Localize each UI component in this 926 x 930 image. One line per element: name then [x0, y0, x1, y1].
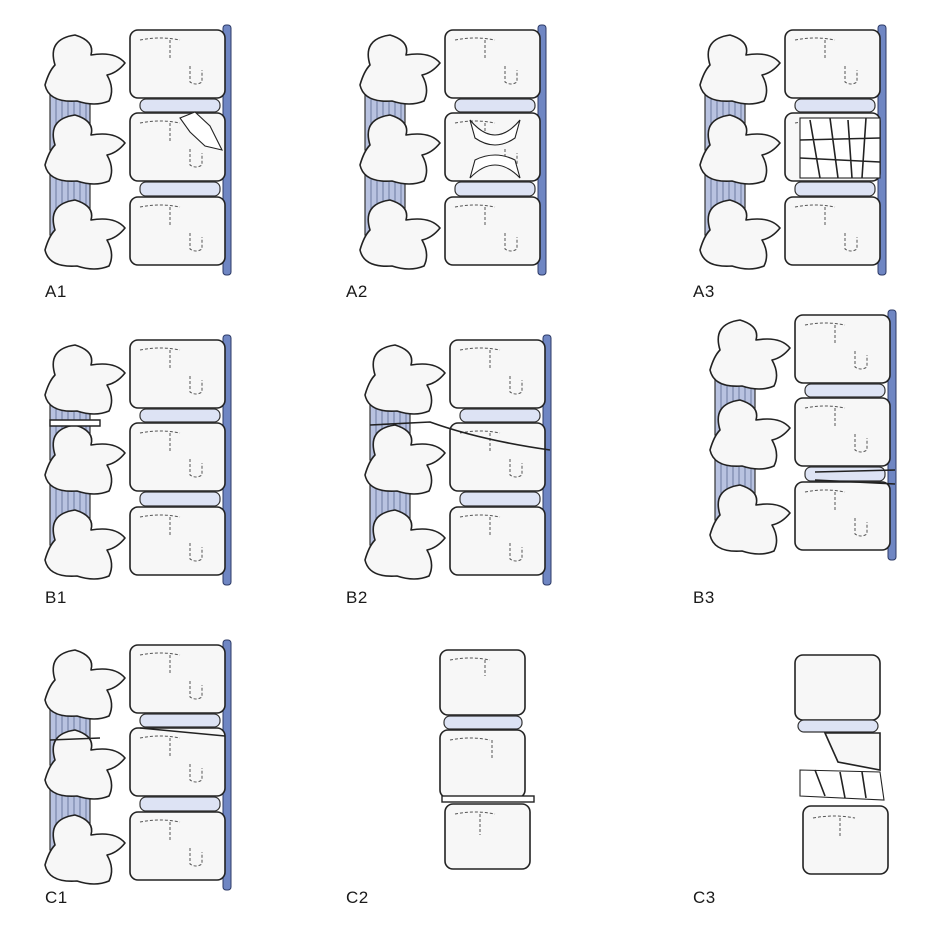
chance-fracture-line: [369, 421, 551, 451]
panel-b1: [45, 335, 231, 585]
panel-label-b1: B1: [45, 588, 67, 607]
panel-c3: [794, 654, 889, 875]
panel-label-b3: B3: [693, 588, 715, 607]
panel-label-a3: A3: [693, 282, 715, 301]
panel-label-c3: C3: [693, 888, 716, 907]
panel-label-c2: C2: [346, 888, 369, 907]
panel-a1: [45, 25, 231, 275]
panel-b3: [710, 310, 896, 560]
panel-b2: [365, 335, 551, 585]
split-fragment-top: [469, 119, 521, 146]
panel-a2: [360, 25, 546, 275]
burst-fragments: [799, 117, 881, 179]
panel-a3: [700, 25, 886, 275]
panel-label-c1: C1: [45, 888, 68, 907]
panel-c2: [439, 649, 535, 870]
anterior-disruption: [814, 469, 896, 485]
panel-label-a1: A1: [45, 282, 67, 301]
rotation-disruption: [49, 727, 226, 741]
panel-label-a2: A2: [346, 282, 368, 301]
displaced-vertebra: [444, 803, 531, 870]
shear-gap: [441, 795, 535, 803]
split-fragment-bottom: [469, 154, 521, 179]
panel-c1: [45, 640, 231, 890]
compression-fragment: [179, 111, 224, 151]
ligament-disruption: [49, 419, 101, 427]
panel-label-b2: B2: [346, 588, 368, 607]
